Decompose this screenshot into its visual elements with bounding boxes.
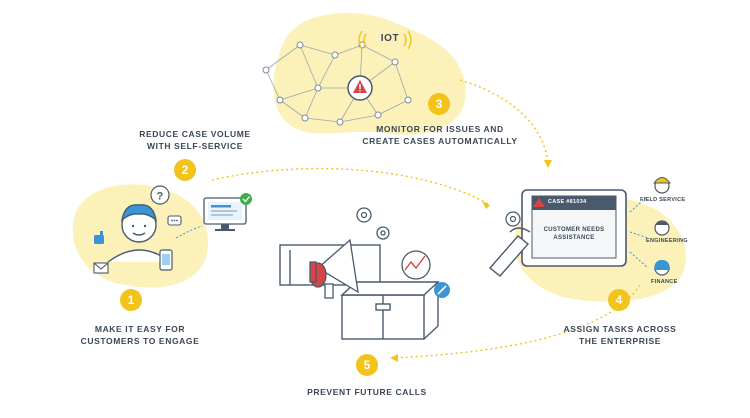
step-5-line-1: PREVENT FUTURE CALLS — [307, 387, 427, 397]
step-4-label: ASSIGN TASKS ACROSS THE ENTERPRISE — [520, 323, 720, 347]
wrench-icon — [434, 282, 450, 298]
role-arrows — [629, 195, 649, 269]
finance-avatar-icon — [654, 260, 670, 276]
iot-nodes — [262, 41, 412, 126]
step-4-line-1: ASSIGN TASKS ACROSS — [563, 324, 677, 334]
step-1-label: MAKE IT EASY FOR CUSTOMERS TO ENGAGE — [40, 323, 240, 347]
megaphone-icon — [309, 238, 359, 299]
step-5-label: PREVENT FUTURE CALLS — [267, 386, 467, 398]
computer-monitor-icon — [203, 197, 247, 231]
question-bubble-icon: ? — [150, 185, 170, 205]
role-engineering: ENGINEERING — [646, 238, 688, 244]
hand-icon — [488, 227, 531, 277]
step-3-label: MONITOR FOR ISSUES AND CREATE CASES AUTO… — [345, 123, 535, 147]
case-id: CASE #81034 — [548, 199, 587, 205]
iot-blob — [273, 12, 466, 135]
case-description: CUSTOMER NEEDS ASSISTANCE — [532, 226, 616, 242]
step-1-line-1: MAKE IT EASY FOR — [94, 324, 186, 334]
smartphone-icon — [159, 249, 173, 271]
tablet-icon — [521, 189, 627, 267]
field-service-avatar-icon — [653, 177, 671, 194]
step-2-line-2: WITH SELF-SERVICE — [147, 141, 243, 151]
iot-alert-icon — [347, 75, 373, 101]
role-field-service: FIELD SERVICE — [640, 197, 686, 203]
email-icon — [93, 262, 109, 274]
analytics-chart-icon — [401, 250, 431, 280]
step-3-line-1: MONITOR FOR ISSUES AND — [376, 124, 504, 134]
svg-text:?: ? — [157, 191, 164, 203]
step-2-line-1: REDUCE CASE VOLUME — [139, 129, 251, 139]
check-mark-icon — [240, 193, 252, 205]
arrow-head-3 — [544, 160, 552, 168]
step-2-badge: 2 — [174, 159, 196, 181]
case-description-line-1: CUSTOMER NEEDS — [543, 227, 605, 233]
role-finance: FINANCE — [651, 279, 678, 285]
thumbs-up-icon — [94, 231, 104, 244]
iot-label: IOT — [380, 33, 400, 44]
step-4-line-2: THE ENTERPRISE — [578, 336, 662, 346]
wireless-signal-icon — [358, 30, 412, 50]
arrow-head-4 — [390, 354, 398, 362]
gear-icon — [356, 207, 390, 240]
arrow-head-2 — [482, 201, 490, 209]
tablet-gear-icon — [505, 211, 521, 227]
step-1-line-2: CUSTOMERS TO ENGAGE — [80, 336, 200, 346]
step-1-badge: 1 — [120, 289, 142, 311]
step-2-label: REDUCE CASE VOLUME WITH SELF-SERVICE — [100, 128, 290, 152]
customer-avatar-icon — [107, 204, 171, 263]
step-4-badge: 4 — [608, 289, 630, 311]
step-3-line-2: CREATE CASES AUTOMATICALLY — [362, 136, 518, 146]
case-description-line-2: ASSISTANCE — [553, 235, 595, 241]
toolbox-icon — [279, 244, 440, 340]
step-3-badge: 3 — [428, 93, 450, 115]
engineering-avatar-icon — [654, 220, 670, 236]
chat-bubble-icon — [167, 215, 182, 226]
step-5-badge: 5 — [356, 354, 378, 376]
